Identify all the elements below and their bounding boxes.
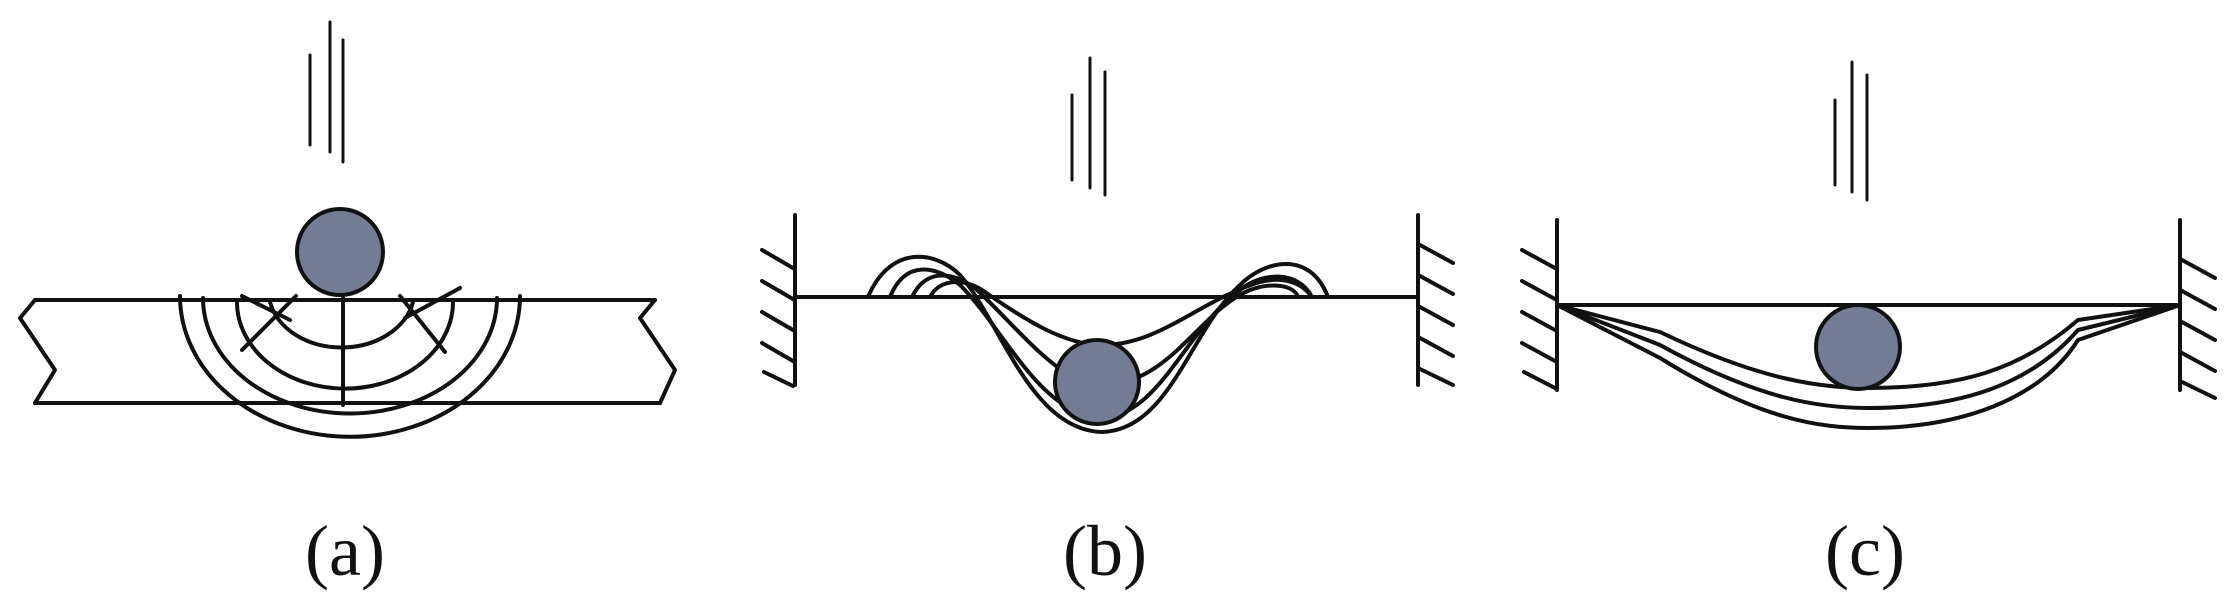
panel-b-label: (b) — [1063, 511, 1147, 591]
panel-c-label: (c) — [1825, 511, 1905, 591]
panel-a-stress-waves — [178, 294, 522, 439]
panel-a-fall-lines — [308, 20, 345, 164]
panel-b-ball — [1053, 338, 1141, 426]
panel-c-left-support — [1520, 218, 1559, 392]
panel-c-fall-lines — [1833, 60, 1869, 202]
panel-b-fall-lines — [1070, 56, 1107, 197]
panel-a-ball — [295, 207, 385, 297]
panel-b-left-support — [760, 213, 797, 388]
panel-c-ball — [1814, 303, 1902, 391]
panel-b: (b) — [760, 56, 1455, 591]
panel-a-radial-lines — [240, 286, 462, 407]
panel-a-label: (a) — [305, 511, 385, 591]
panel-c-right-support — [2178, 218, 2217, 400]
panel-c: (c) — [1520, 60, 2217, 591]
panel-b-right-support — [1416, 213, 1455, 387]
panel-a: (a) — [18, 20, 677, 591]
